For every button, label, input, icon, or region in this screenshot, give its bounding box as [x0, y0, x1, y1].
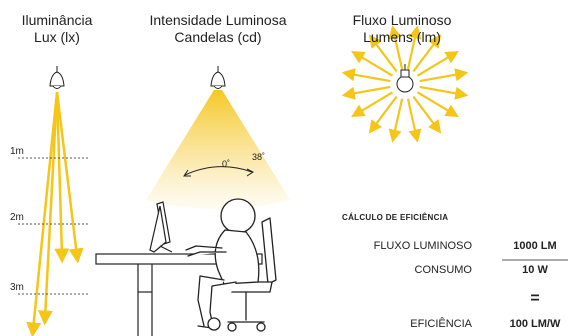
flux-ray [351, 91, 394, 118]
flux-ray [388, 98, 404, 143]
distance-label-2m: 2m [10, 212, 24, 223]
person-at-desk [185, 198, 277, 332]
calc-label-flux: FLUXO LUMINOSO [373, 240, 472, 252]
flux-ray [388, 25, 404, 70]
calc-value-efficiency: 100 LM/W [509, 318, 561, 330]
flux-ray [351, 50, 394, 77]
calc-title: CÁLCULO DE EFICIÊNCIA [342, 213, 449, 222]
light-cone [146, 90, 290, 209]
distance-label-1m: 1m [10, 146, 24, 157]
title-illuminance: Iluminância Lux (lx) [21, 12, 93, 45]
flux-ray [406, 98, 422, 143]
calc-value-flux: 1000 LM [513, 240, 557, 252]
flux-ray [341, 85, 391, 100]
angle-arc [184, 166, 253, 176]
title-luminous-flux: Fluxo Luminoso Lumens (lm) [352, 12, 452, 45]
flux-rays [341, 25, 469, 143]
distance-label-3m: 3m [10, 282, 24, 293]
title-luminous-intensity: Intensidade Luminosa Candelas (cd) [149, 12, 287, 45]
flux-ray [419, 68, 469, 83]
flux-ray [419, 85, 469, 100]
calc-value-consumption: 10 W [522, 264, 548, 276]
calc-label-consumption: CONSUMO [414, 264, 472, 276]
flux-ray [412, 95, 442, 134]
lamp-icon-intensity [210, 66, 226, 89]
flux-ray [406, 25, 422, 70]
flux-ray [416, 50, 459, 77]
lamp-icon-illuminance [49, 66, 65, 89]
illuminance-rays [26, 91, 84, 336]
angle-label-center: 0˚ [222, 159, 231, 169]
calc-label-efficiency: EFICIÊNCIA [410, 318, 472, 330]
flux-ray [416, 91, 459, 118]
monitor [149, 201, 173, 253]
flux-ray [368, 34, 398, 73]
flux-ray [368, 95, 398, 134]
calc-equals: = [530, 290, 540, 307]
bulb-icon [396, 64, 414, 93]
desk [95, 253, 263, 336]
flux-ray [341, 68, 391, 83]
flux-ray [412, 34, 442, 73]
angle-label-side: 38˚ [252, 152, 266, 162]
distance-markers [18, 157, 90, 295]
